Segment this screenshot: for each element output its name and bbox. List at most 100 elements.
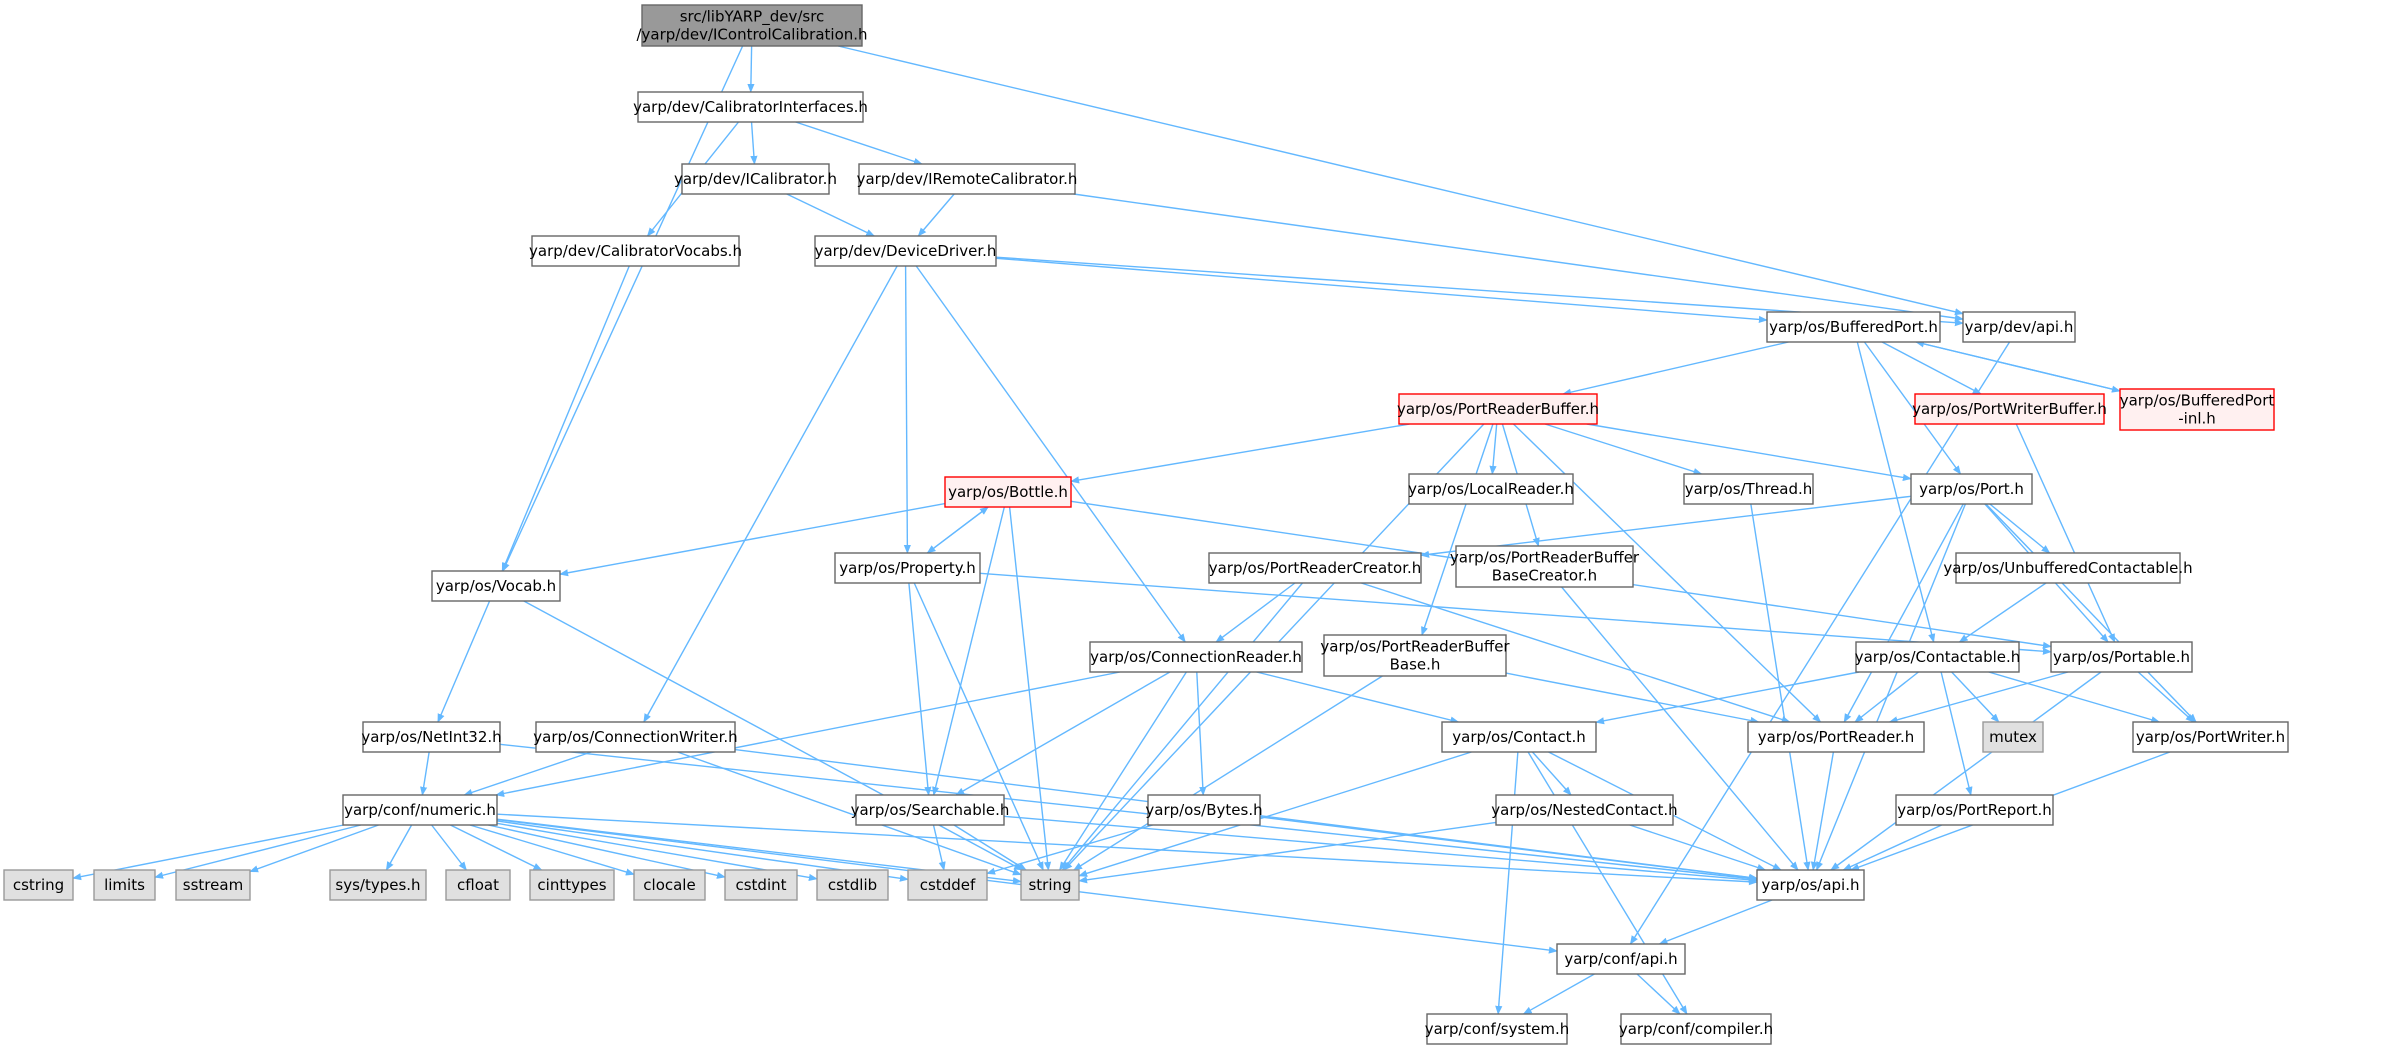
edge-bufport-to-port xyxy=(1863,341,1962,475)
node-box-portwriter xyxy=(2132,721,2289,753)
node-iremote[interactable]: yarp/dev/IRemoteCalibrator.h xyxy=(857,163,1078,195)
node-compiler[interactable]: yarp/conf/compiler.h xyxy=(1619,1013,1773,1045)
edge-confapi-to-compiler xyxy=(1636,973,1681,1015)
edge-numeric-to-clocale xyxy=(469,824,635,876)
edge-connreader-to-contact xyxy=(1256,671,1460,724)
node-box-bufportinl xyxy=(2119,388,2275,431)
node-label-thread: yarp/os/Thread.h xyxy=(1685,480,1813,498)
node-contactable[interactable]: yarp/os/Contactable.h xyxy=(1855,641,2021,673)
edge-contactable-to-mutex xyxy=(1951,671,2000,723)
node-pwb[interactable]: yarp/os/PortWriterBuffer.h xyxy=(1912,393,2107,425)
node-osapi[interactable]: yarp/os/api.h xyxy=(1756,869,1865,901)
edge-portable-to-portreader xyxy=(1888,671,2069,724)
edge-connwriter-to-string xyxy=(677,751,1022,876)
edge-root-to-devapi xyxy=(837,45,1964,316)
node-box-devapi xyxy=(1962,311,2076,343)
edge-numeric-to-systypes xyxy=(385,824,413,871)
node-unbuf[interactable]: yarp/os/UnbufferedContactable.h xyxy=(1943,552,2193,584)
node-box-cstddef xyxy=(907,869,988,901)
node-label-bottle: yarp/os/Bottle.h xyxy=(948,483,1068,501)
node-cstring: cstring xyxy=(3,869,74,901)
edge-property-to-searchable xyxy=(908,582,932,796)
edge-prc-to-portreader xyxy=(1361,582,1791,723)
edge-devdriver-to-connwriter xyxy=(643,265,898,723)
node-box-bufport xyxy=(1766,311,1941,343)
node-portreader[interactable]: yarp/os/PortReader.h xyxy=(1747,721,1925,753)
node-devapi[interactable]: yarp/dev/api.h xyxy=(1962,311,2076,343)
edge-property-to-bottle xyxy=(926,506,989,554)
node-contact[interactable]: yarp/os/Contact.h xyxy=(1441,721,1597,753)
node-vocab[interactable]: yarp/os/Vocab.h xyxy=(431,570,561,602)
edge-portreader-to-osapi xyxy=(1810,751,1835,871)
node-prc[interactable]: yarp/os/PortReaderCreator.h xyxy=(1208,552,1422,584)
node-prb[interactable]: yarp/os/PortReaderBuffer.h xyxy=(1397,393,1599,425)
node-confapi[interactable]: yarp/conf/api.h xyxy=(1556,943,1686,975)
node-box-calibIfaces xyxy=(637,91,864,123)
node-box-bottle xyxy=(944,476,1072,508)
node-box-system xyxy=(1426,1013,1568,1045)
node-label-localreader: yarp/os/LocalReader.h xyxy=(1408,480,1574,498)
node-bottle[interactable]: yarp/os/Bottle.h xyxy=(944,476,1072,508)
node-searchable[interactable]: yarp/os/Searchable.h xyxy=(851,794,1010,826)
node-calibIfaces[interactable]: yarp/dev/CalibratorInterfaces.h xyxy=(633,91,868,123)
nodes-layer: src/libYARP_dev/src/yarp/dev/IControlCal… xyxy=(3,4,2289,1045)
node-thread[interactable]: yarp/os/Thread.h xyxy=(1683,473,1814,505)
node-label-iremote: yarp/dev/IRemoteCalibrator.h xyxy=(857,170,1078,188)
node-devdriver[interactable]: yarp/dev/DeviceDriver.h xyxy=(814,235,997,267)
edge-property-to-portable xyxy=(979,572,2052,655)
node-calibVocabs[interactable]: yarp/dev/CalibratorVocabs.h xyxy=(529,235,742,267)
node-portable[interactable]: yarp/os/Portable.h xyxy=(2050,641,2193,673)
node-label-connwriter: yarp/os/ConnectionWriter.h xyxy=(533,728,737,746)
node-cfloat: cfloat xyxy=(445,869,511,901)
node-port[interactable]: yarp/os/Port.h xyxy=(1910,473,2033,505)
edge-bytes-to-osapi xyxy=(1259,816,1758,881)
edge-searchable-to-cstddef xyxy=(932,824,946,871)
node-mutex: mutex xyxy=(1982,721,2044,753)
edge-port-to-portreader xyxy=(1843,503,1964,723)
node-label-mutex: mutex xyxy=(1989,728,2037,746)
node-box-netint xyxy=(362,721,501,753)
edge-unbuf-to-contactable xyxy=(1958,582,2047,643)
node-property[interactable]: yarp/os/Property.h xyxy=(834,552,981,584)
edge-contactable-to-portreader xyxy=(1854,671,1919,723)
node-system[interactable]: yarp/conf/system.h xyxy=(1425,1013,1570,1045)
node-bufport[interactable]: yarp/os/BufferedPort.h xyxy=(1766,311,1941,343)
edge-pwb-to-portable xyxy=(2015,423,2116,643)
node-portreport[interactable]: yarp/os/PortReport.h xyxy=(1895,794,2054,826)
node-portwriter[interactable]: yarp/os/PortWriter.h xyxy=(2132,721,2289,753)
node-nested[interactable]: yarp/os/NestedContact.h xyxy=(1491,794,1678,826)
node-box-root xyxy=(641,4,863,47)
node-label-portreport: yarp/os/PortReport.h xyxy=(1897,801,2052,819)
node-label-root: src/libYARP_dev/src xyxy=(680,8,825,27)
node-label-portwriter: yarp/os/PortWriter.h xyxy=(2136,728,2285,746)
edge-devapi-to-confapi xyxy=(1629,341,2011,945)
node-box-searchable xyxy=(855,794,1005,826)
node-numeric[interactable]: yarp/conf/numeric.h xyxy=(342,794,498,826)
node-root[interactable]: src/libYARP_dev/src/yarp/dev/IControlCal… xyxy=(636,4,868,47)
node-label-confapi: yarp/conf/api.h xyxy=(1564,950,1677,968)
node-cstddef: cstddef xyxy=(907,869,988,901)
node-icalib[interactable]: yarp/dev/ICalibrator.h xyxy=(674,163,837,195)
node-label-property: yarp/os/Property.h xyxy=(839,559,975,577)
edge-root-to-calibIfaces xyxy=(747,45,755,93)
node-box-cinttypes xyxy=(529,869,615,901)
node-connreader[interactable]: yarp/os/ConnectionReader.h xyxy=(1089,641,1303,673)
node-label-portreader: yarp/os/PortReader.h xyxy=(1758,728,1915,746)
node-label-netint: yarp/os/NetInt32.h xyxy=(361,728,501,746)
edge-portreport-to-osapi xyxy=(1842,824,1942,871)
node-bytes[interactable]: yarp/os/Bytes.h xyxy=(1145,794,1263,826)
node-box-iremote xyxy=(858,163,1076,195)
edge-connreader-to-bytes xyxy=(1196,671,1207,796)
node-connwriter[interactable]: yarp/os/ConnectionWriter.h xyxy=(533,721,738,753)
node-netint[interactable]: yarp/os/NetInt32.h xyxy=(361,721,502,753)
edge-contact-to-nested xyxy=(1531,751,1572,796)
node-label-icalib: yarp/dev/ICalibrator.h xyxy=(674,170,837,188)
node-localreader[interactable]: yarp/os/LocalReader.h xyxy=(1408,473,1574,505)
node-bufportinl[interactable]: yarp/os/BufferedPort-inl.h xyxy=(2119,388,2275,431)
edge-port-to-osapi xyxy=(1815,503,1967,871)
node-label-root: /yarp/dev/IControlCalibration.h xyxy=(636,26,867,44)
node-box-osapi xyxy=(1756,869,1865,901)
edge-searchable-to-osapi xyxy=(1003,815,1758,884)
